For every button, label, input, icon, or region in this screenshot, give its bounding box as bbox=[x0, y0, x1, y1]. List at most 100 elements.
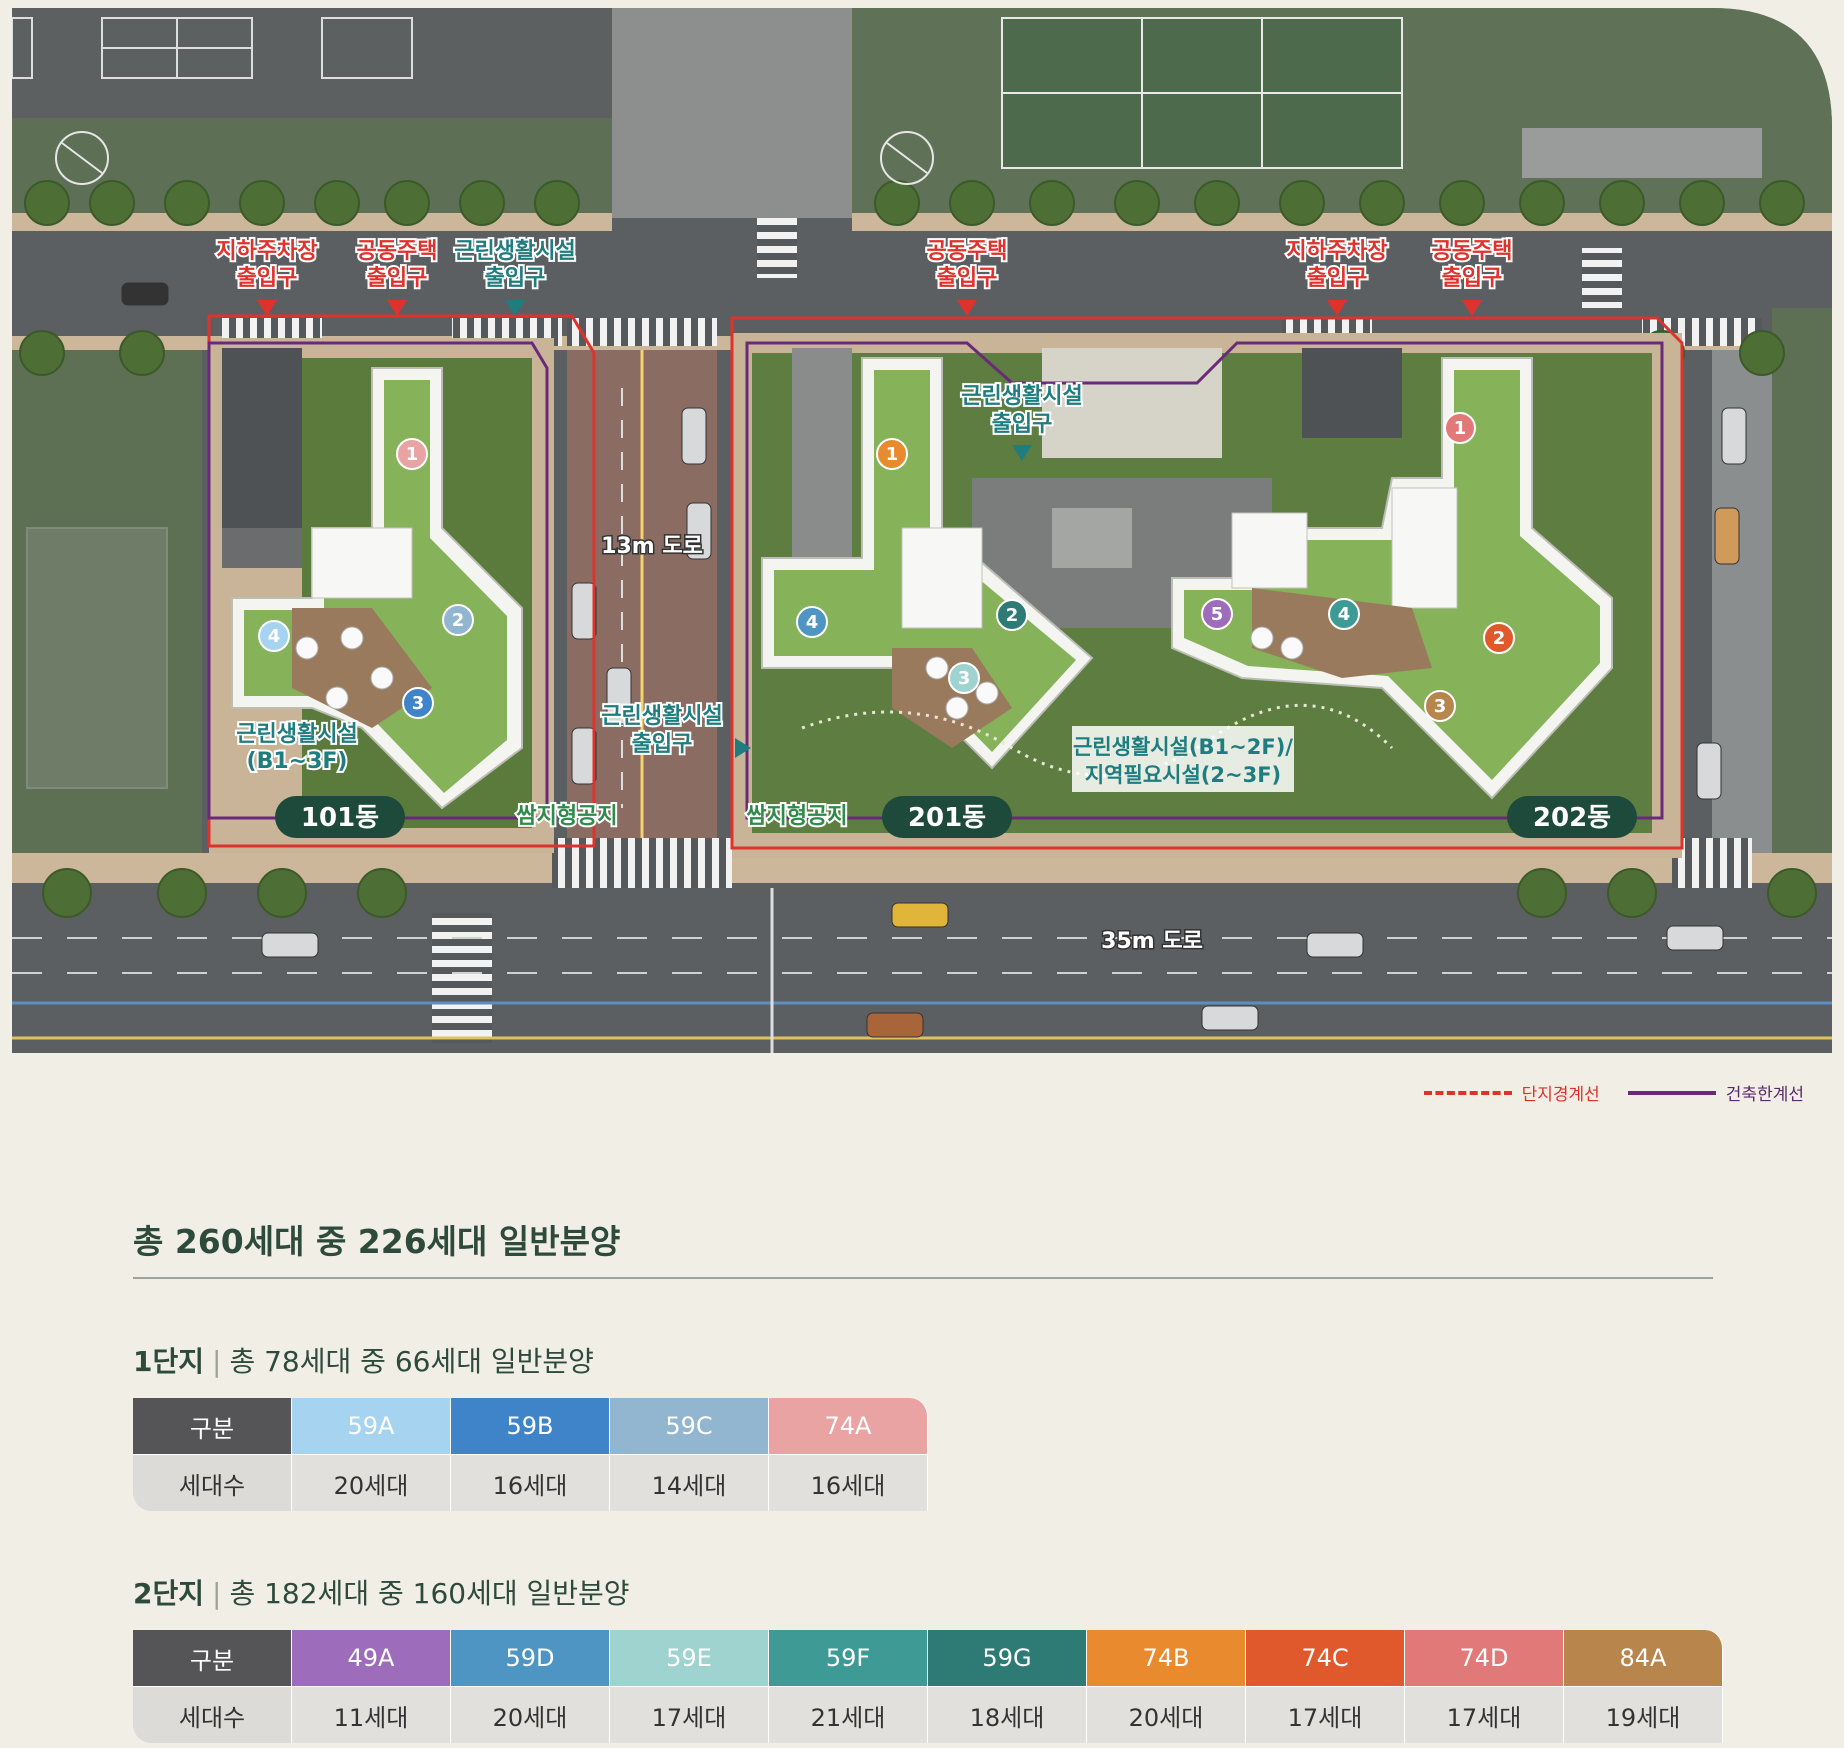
unit-type-cell: 59G bbox=[928, 1630, 1087, 1686]
marker-202-2: 2 bbox=[1493, 628, 1506, 649]
purple-line-icon bbox=[1627, 1090, 1716, 1095]
unit-type-cell: 49A bbox=[292, 1630, 451, 1686]
unit-count-cell: 20세대 bbox=[1087, 1686, 1246, 1743]
building-badge-101: 101동 bbox=[275, 796, 405, 838]
unit-type-cell: 59F bbox=[769, 1630, 928, 1686]
separator: | bbox=[212, 1345, 222, 1378]
complex2-name: 2단지 bbox=[133, 1577, 205, 1610]
unit-type-cell: 74C bbox=[1246, 1630, 1405, 1686]
unit-type-cell: 59E bbox=[610, 1630, 769, 1686]
unit-count-cell: 17세대 bbox=[1405, 1686, 1564, 1743]
building-limit-2 bbox=[745, 341, 1664, 820]
label-housing-entrance-mid: 공동주택 bbox=[927, 239, 1008, 264]
label-parking-entrance-left: 지하주차장 bbox=[216, 239, 317, 264]
complex1-heading: 1단지|총 78세대 중 66세대 일반분양 bbox=[133, 1340, 928, 1380]
label-parking-entrance-right: 지하주차장 bbox=[1286, 239, 1387, 264]
label-housing-entrance-right: 공동주택 bbox=[1432, 239, 1513, 264]
compass-right bbox=[880, 131, 934, 185]
map-legend: 단지경계선 건축한계선 bbox=[1423, 1080, 1804, 1105]
label-retail-entrance-center-2: 출입구 bbox=[992, 412, 1053, 437]
complex2-count-row: 세대수 11세대 20세대 17세대 21세대 18세대 20세대 17세대 1… bbox=[133, 1686, 1723, 1743]
unit-count-cell: 19세대 bbox=[1564, 1686, 1723, 1743]
label-housing-entrance-left-2: 출입구 bbox=[367, 266, 428, 291]
legend-building-limit: 건축한계선 bbox=[1627, 1080, 1804, 1105]
count-header: 세대수 bbox=[133, 1454, 292, 1511]
marker-201-2: 2 bbox=[1006, 605, 1019, 626]
complex1-type-row: 구분 59A 59B 59C 74A bbox=[133, 1398, 928, 1454]
complex-boundary-2 bbox=[730, 316, 1684, 850]
label-open-space-left: 쌈지형공지 bbox=[516, 804, 617, 829]
label-retail-entrance-side: 근린생활시설 bbox=[601, 704, 722, 729]
label-housing-entrance-mid-2: 출입구 bbox=[937, 266, 998, 291]
marker-201-4: 4 bbox=[806, 612, 819, 633]
unit-count-cell: 18세대 bbox=[928, 1686, 1087, 1743]
svg-text:101동: 101동 bbox=[301, 803, 379, 833]
marker-101-1: 1 bbox=[406, 444, 419, 465]
label-housing-entrance-right-2: 출입구 bbox=[1442, 266, 1503, 291]
marker-101-2: 2 bbox=[452, 610, 465, 631]
marker-101-3: 3 bbox=[412, 693, 425, 714]
label-retail-entrance-center: 근린생활시설 bbox=[961, 384, 1082, 409]
complex2-type-row: 구분 49A 59D 59E 59F 59G 74B 74C 74D 84A bbox=[133, 1630, 1723, 1686]
label-housing-entrance-left: 공동주택 bbox=[357, 239, 438, 264]
red-dashed-line-icon bbox=[1423, 1090, 1512, 1095]
label-retail-101: 근린생활시설 bbox=[236, 722, 357, 747]
marker-201-3: 3 bbox=[958, 668, 971, 689]
unit-count-cell: 11세대 bbox=[292, 1686, 451, 1743]
complex1-name: 1단지 bbox=[133, 1345, 205, 1378]
complex1-description: 총 78세대 중 66세대 일반분양 bbox=[229, 1345, 594, 1378]
complex2-description: 총 182세대 중 160세대 일반분양 bbox=[229, 1577, 630, 1610]
unit-count-cell: 16세대 bbox=[451, 1454, 610, 1511]
unit-type-cell: 74A bbox=[769, 1398, 928, 1454]
compass-left bbox=[55, 131, 109, 185]
legend-complex-boundary: 단지경계선 bbox=[1423, 1080, 1600, 1105]
unit-count-cell: 16세대 bbox=[769, 1454, 928, 1511]
type-header: 구분 bbox=[133, 1630, 292, 1686]
label-parking-entrance-left-2: 출입구 bbox=[237, 266, 298, 291]
building-badge-201: 201동 bbox=[882, 796, 1012, 838]
marker-202-3: 3 bbox=[1434, 696, 1447, 717]
svg-text:202동: 202동 bbox=[1533, 803, 1611, 833]
complex1-count-row: 세대수 20세대 16세대 14세대 16세대 bbox=[133, 1454, 928, 1511]
label-road-13m: 13m 도로 bbox=[601, 534, 703, 559]
label-open-space-right: 쌈지형공지 bbox=[746, 804, 847, 829]
legend-building-limit-label: 건축한계선 bbox=[1725, 1085, 1804, 1105]
unit-type-cell: 74B bbox=[1087, 1630, 1246, 1686]
separator: | bbox=[212, 1577, 222, 1610]
complex1-section: 1단지|총 78세대 중 66세대 일반분양 구분 59A 59B 59C 74… bbox=[133, 1340, 928, 1511]
supply-summary: 총 260세대 중 226세대 일반분양 bbox=[133, 1215, 1713, 1279]
label-parking-entrance-right-2: 출입구 bbox=[1307, 266, 1368, 291]
label-retail-201-2: 지역필요시설(2~3F) bbox=[1085, 763, 1281, 787]
unit-count-cell: 20세대 bbox=[292, 1454, 451, 1511]
unit-count-cell: 17세대 bbox=[1246, 1686, 1405, 1743]
label-retail-entrance-top: 근린생활시설 bbox=[454, 239, 575, 264]
complex2-heading: 2단지|총 182세대 중 160세대 일반분양 bbox=[133, 1572, 1723, 1612]
marker-202-1: 1 bbox=[1454, 418, 1467, 439]
legend-complex-boundary-label: 단지경계선 bbox=[1521, 1085, 1600, 1105]
label-retail-entrance-side-2: 출입구 bbox=[632, 732, 693, 757]
marker-101-4: 4 bbox=[268, 626, 281, 647]
plaza-paving bbox=[612, 8, 852, 218]
complex2-section: 2단지|총 182세대 중 160세대 일반분양 구분 49A 59D 59E … bbox=[133, 1572, 1723, 1743]
label-retail-101-2: (B1~3F) bbox=[247, 749, 348, 774]
entrance-arrows bbox=[257, 300, 1482, 758]
marker-202-4: 4 bbox=[1338, 604, 1351, 625]
unit-count-cell: 14세대 bbox=[610, 1454, 769, 1511]
site-plan-map: 지하주차장 출입구 공동주택 출입구 근린생활시설 출입구 공동주택 출입구 지… bbox=[12, 8, 1832, 1053]
label-retail-entrance-top-2: 출입구 bbox=[485, 266, 546, 291]
unit-type-cell: 59D bbox=[451, 1630, 610, 1686]
summary-title: 총 260세대 중 226세대 일반분양 bbox=[133, 1222, 621, 1261]
marker-202-5: 5 bbox=[1211, 604, 1224, 625]
label-road-35m: 35m 도로 bbox=[1101, 929, 1203, 954]
count-header: 세대수 bbox=[133, 1686, 292, 1743]
complex1-unit-table: 구분 59A 59B 59C 74A 세대수 20세대 16세대 14세대 16… bbox=[133, 1398, 928, 1511]
unit-type-cell: 74D bbox=[1405, 1630, 1564, 1686]
unit-count-cell: 17세대 bbox=[610, 1686, 769, 1743]
label-retail-201: 근린생활시설(B1~2F)/ bbox=[1073, 735, 1293, 759]
svg-text:201동: 201동 bbox=[908, 803, 986, 833]
unit-count-cell: 20세대 bbox=[451, 1686, 610, 1743]
unit-type-cell: 59B bbox=[451, 1398, 610, 1454]
unit-type-cell: 59A bbox=[292, 1398, 451, 1454]
building-limit-1 bbox=[207, 341, 549, 820]
unit-type-cell: 59C bbox=[610, 1398, 769, 1454]
